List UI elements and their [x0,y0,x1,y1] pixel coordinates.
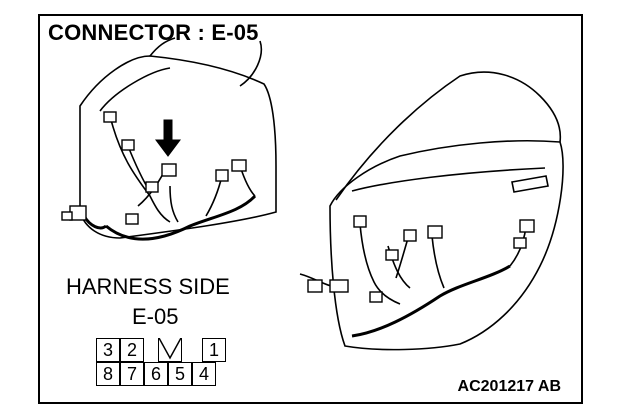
pin-3: 3 [96,338,120,362]
left-connectors [61,111,247,225]
door-harness-illustration [61,37,564,351]
right-harness [351,264,511,338]
right-door-panel [329,71,564,351]
pin-6: 6 [144,362,168,386]
pin-1: 1 [202,338,226,362]
arrow-down-icon [155,119,181,157]
harness-side-label: HARNESS SIDE [66,274,230,299]
figure-code: AC201217 AB [457,378,561,395]
pin-4: 4 [192,362,216,386]
pin-7: 7 [120,362,144,386]
diagram-title: CONNECTOR : E-05 [48,20,259,45]
diagram-frame: CONNECTOR : E-05 [38,14,583,404]
key-notch-icon [159,338,181,360]
left-door-panel [79,37,277,239]
connector-key-notch [158,338,182,362]
harness-connector-code: E-05 [132,304,179,329]
right-connectors [307,215,535,303]
left-harness [82,194,257,241]
pin-8: 8 [96,362,120,386]
pin-5: 5 [168,362,192,386]
pin-2: 2 [120,338,144,362]
